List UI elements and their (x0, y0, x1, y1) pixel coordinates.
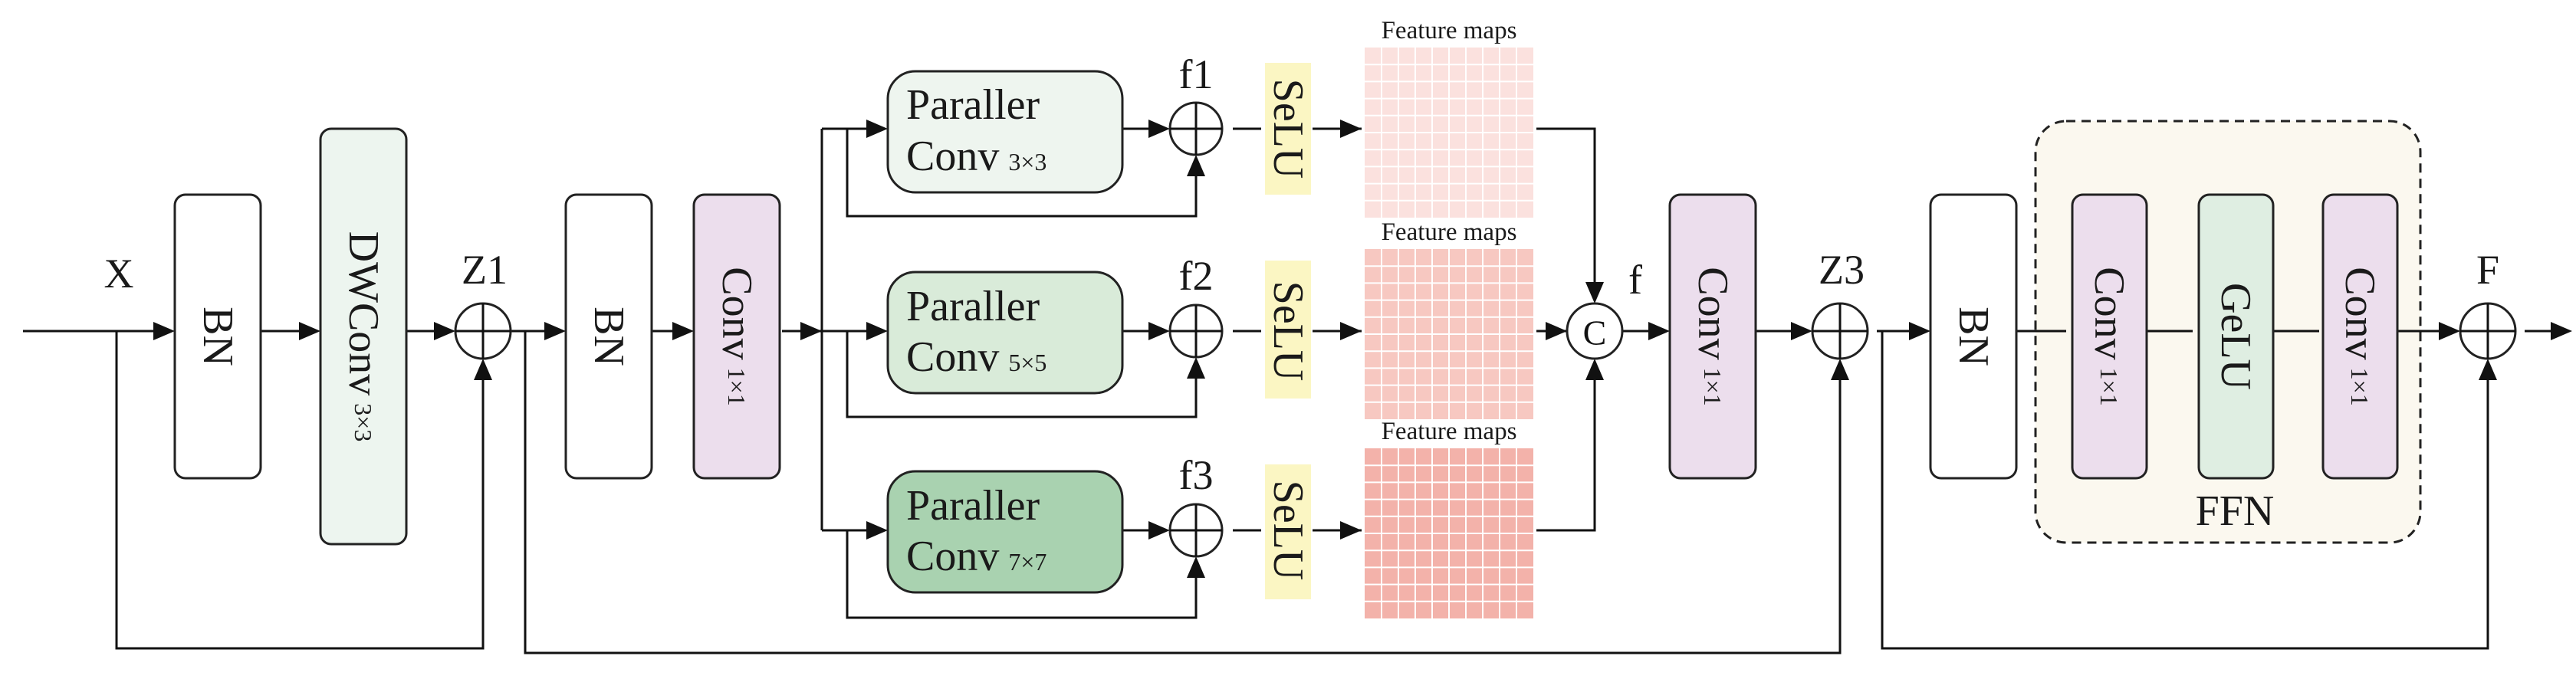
feature-maps-title-1: Feature maps (1382, 17, 1517, 44)
paraller-conv-3x3-block (886, 70, 1124, 194)
arrowhead (153, 322, 175, 340)
gelu-block (2197, 193, 2275, 480)
selu-block-3 (1265, 464, 1311, 599)
paraller-conv-5x5-line1: Paraller (906, 283, 1040, 330)
bn-block-2 (564, 193, 653, 480)
bn-block-3 (1929, 193, 2018, 480)
ffn-conv-b-name: Conv (2336, 267, 2384, 359)
branch2-conv: Conv (906, 333, 999, 381)
z1-sum-node (454, 302, 512, 360)
selu-block-1-label: SeLU (1264, 79, 1312, 179)
ffn-conv-a-size: 1×1 (2095, 368, 2123, 406)
arrowhead (866, 322, 888, 340)
output-f-label: F (2476, 247, 2499, 293)
f1-sum-node (1168, 101, 1224, 156)
selu-block-1 (1265, 63, 1311, 195)
ffn-conv-b-block (2321, 193, 2399, 480)
paraller-conv-7x7-block (886, 470, 1124, 594)
f3-sum-node (1168, 503, 1224, 558)
f2-label: f2 (1179, 253, 1214, 299)
connection-lines (23, 127, 2564, 654)
branch2-size: 5×5 (1008, 349, 1046, 376)
arrowhead (544, 322, 566, 340)
feature-map-grid-2 (1365, 249, 1533, 419)
bn-block-1 (173, 193, 262, 480)
selu-block-2-label: SeLU (1264, 281, 1312, 382)
paraller-conv-7x7-line1: Paraller (906, 482, 1040, 530)
branch3-size: 7×7 (1008, 548, 1046, 576)
bn-block-2-label: BN (585, 307, 632, 366)
conv1x1-2-name: Conv (1689, 267, 1737, 359)
concat-symbol: C (1583, 313, 1607, 353)
ffn-conv-a-name: Conv (2085, 267, 2133, 359)
conv1x1-name: Conv (713, 267, 761, 359)
branch1-size: 3×3 (1008, 148, 1046, 175)
gelu-block-label: GeLU (2212, 283, 2259, 390)
f-output-sum-node (2459, 302, 2517, 360)
dwconv-size: 3×3 (350, 403, 377, 441)
paraller-conv-3x3-line2: Conv 3×3 (906, 133, 1046, 180)
dwconv-name: DWConv (340, 231, 387, 396)
conv1x1-size: 1×1 (723, 368, 751, 406)
feature-maps-title-2: Feature maps (1382, 218, 1517, 246)
concat-label: f (1628, 257, 1642, 303)
ffn-conv-b-size: 1×1 (2346, 368, 2374, 406)
branch1-conv: Conv (906, 133, 999, 180)
conv1x1-block-2-label: Conv 1×1 (1689, 267, 1737, 405)
z3-sum-node (1811, 302, 1869, 360)
paraller-conv-5x5-line2: Conv 5×5 (906, 333, 1046, 381)
paraller-conv-7x7-line2: Conv 7×7 (906, 533, 1046, 580)
paraller-conv-5x5-block (886, 271, 1124, 395)
arrowhead (866, 120, 888, 138)
feature-maps-title-3: Feature maps (1382, 418, 1517, 445)
dwconv-block (319, 127, 408, 546)
conv1x1-block-label: Conv 1×1 (713, 267, 761, 405)
ffn-conv-a-block (2071, 193, 2148, 480)
ffn-conv-a-label: Conv 1×1 (2085, 267, 2133, 405)
selu-block-2 (1265, 261, 1311, 399)
z1-label: Z1 (462, 247, 508, 293)
arrowhead (866, 521, 888, 540)
feature-map-grid-3 (1365, 448, 1533, 618)
conv1x1-block (692, 193, 781, 480)
input-x-label: X (104, 251, 134, 297)
bn-block-3-label: BN (1950, 307, 1997, 366)
ffn-label: FFN (2196, 487, 2275, 535)
arrowhead (672, 322, 694, 340)
dwconv-block-label: DWConv 3×3 (340, 231, 387, 442)
f2-sum-node (1168, 303, 1224, 359)
bn-block-1-label: BN (194, 307, 242, 366)
f3-label: f3 (1179, 452, 1214, 498)
selu-block-3-label: SeLU (1264, 481, 1312, 581)
conv1x1-2-size: 1×1 (1699, 368, 1727, 406)
z3-label: Z3 (1819, 247, 1865, 293)
ffn-conv-b-label: Conv 1×1 (2336, 267, 2384, 405)
branch3-conv: Conv (906, 533, 999, 580)
concat-node: C (1566, 302, 1624, 360)
conv1x1-block-2 (1668, 193, 1757, 480)
f1-label: f1 (1179, 51, 1214, 97)
feature-map-grid-1 (1365, 48, 1533, 218)
paraller-conv-3x3-line1: Paraller (906, 81, 1040, 129)
